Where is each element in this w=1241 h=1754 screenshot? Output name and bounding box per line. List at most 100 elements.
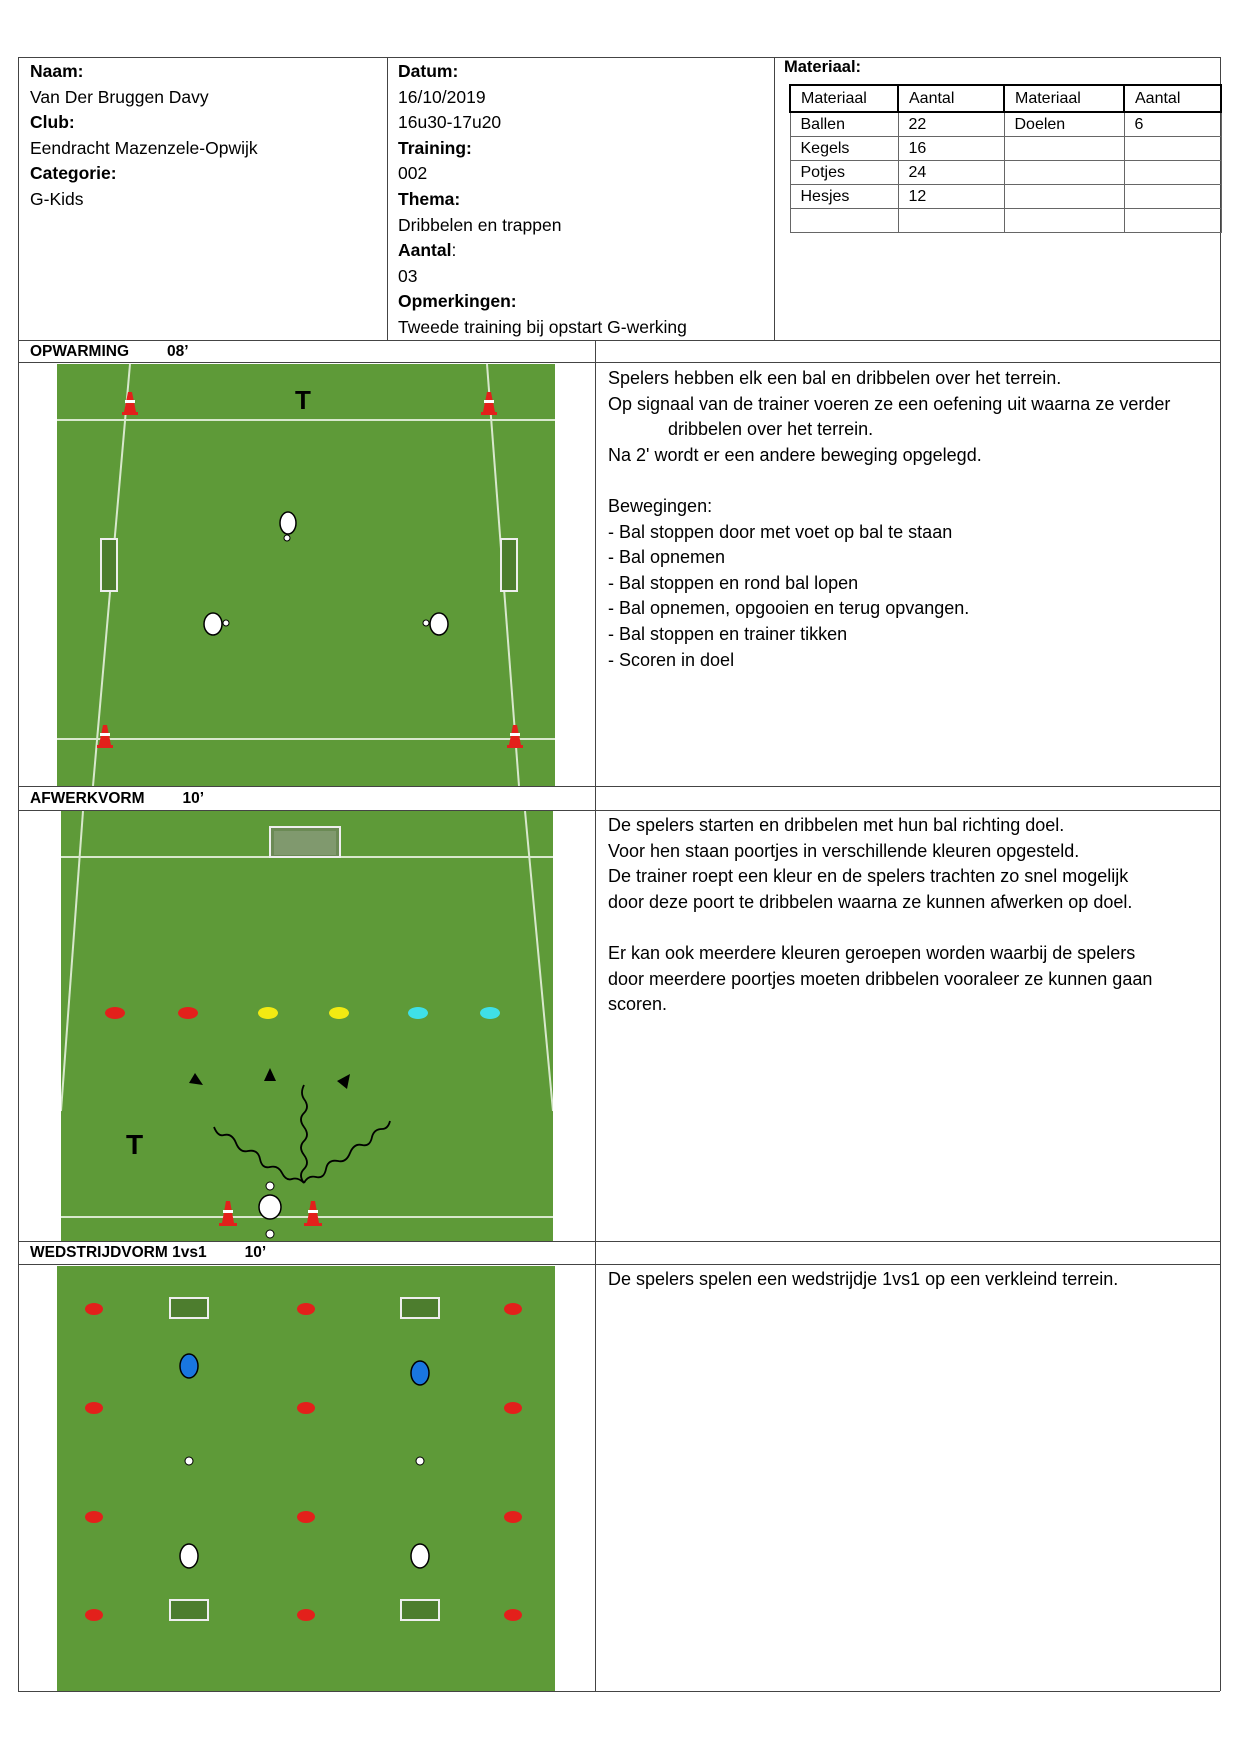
cone-icon: [507, 725, 523, 748]
description-line: Spelers hebben elk een bal en dribbelen …: [608, 368, 1062, 388]
table-cell: [1123, 208, 1222, 233]
description-line: Er kan ook meerdere kleuren geroepen wor…: [608, 942, 1136, 963]
header-col-training: Datum: 16/10/2019 16u30-17u20 Training: …: [398, 59, 768, 341]
description-wedstrijdvorm: De spelers spelen een wedstrijdje 1vs1 o…: [608, 1267, 1218, 1293]
player-icon: [279, 511, 297, 542]
cone-red: [504, 1609, 522, 1621]
opmerkingen-value: Tweede training bij opstart G-werking: [398, 316, 687, 337]
section-duration: 10’: [244, 1244, 267, 1261]
table-cell: Hesjes: [789, 184, 899, 209]
description-line: De spelers starten en dribbelen met hun …: [608, 815, 1065, 835]
club-label: Club:: [30, 112, 75, 133]
table-cell: [789, 208, 899, 233]
section-duration: 10’: [182, 790, 205, 807]
description-line: - Bal stoppen en rond bal lopen: [608, 572, 859, 593]
arrowhead-icon: [189, 1073, 203, 1085]
field-diagram-afwerkvorm: T: [61, 811, 553, 1241]
table-cell: Kegels: [789, 136, 899, 161]
goal-right: [500, 538, 518, 592]
frame-left: [18, 57, 19, 1691]
frame-header-div1: [387, 57, 388, 340]
frame-bottom: [18, 1691, 1220, 1692]
table-row: Kegels 16: [789, 136, 1222, 161]
cone-red: [297, 1609, 315, 1621]
section-duration: 08’: [167, 343, 189, 360]
cone-red: [504, 1402, 522, 1414]
description-line: Op signaal van de trainer voeren ze een …: [608, 393, 1171, 414]
table-cell: [1003, 160, 1125, 185]
frame-top: [18, 57, 1220, 58]
thema-label: Thema:: [398, 188, 461, 209]
frame-header-bottom: [18, 340, 1220, 341]
cone-cyan: [408, 1007, 428, 1019]
description-line: - Bal stoppen en trainer tikken: [608, 623, 848, 644]
field-diagram-wedstrijdvorm: [57, 1266, 555, 1691]
goal-left: [100, 538, 118, 592]
player-icon: [422, 612, 449, 636]
aantal-label-row: Aantal:: [398, 238, 768, 264]
aantal-value: 03: [398, 265, 418, 286]
cone-red: [105, 1007, 125, 1019]
description-line: dribbelen over het terrein.: [668, 419, 874, 440]
goal: [400, 1599, 440, 1621]
club-value: Eendracht Mazenzele-Opwijk: [30, 137, 258, 158]
table-cell: [1003, 208, 1125, 233]
cone-yellow: [329, 1007, 349, 1019]
table-cell: 6: [1123, 111, 1222, 137]
description-line: - Bal stoppen door met voet op bal te st…: [608, 521, 953, 542]
section-name: AFWERKVORM: [30, 790, 145, 807]
naam-label: Naam:: [30, 61, 84, 81]
description-line: Voor hen staan poortjes in verschillende…: [608, 840, 1080, 861]
cone-icon: [97, 725, 113, 748]
table-cell: 12: [897, 184, 1005, 209]
aantal-label: Aantal: [398, 240, 452, 261]
ball-icon: [184, 1456, 194, 1466]
cone-red: [504, 1303, 522, 1315]
cone-red: [297, 1511, 315, 1523]
goal: [269, 826, 341, 858]
table-row: Potjes 24: [789, 160, 1222, 185]
aantal-colon: :: [451, 240, 457, 261]
goal: [169, 1599, 209, 1621]
materiaal-table-header: Materiaal Aantal Materiaal Aantal: [789, 84, 1222, 113]
aantal-col-header: Aantal: [897, 84, 1005, 113]
table-cell: [1003, 136, 1125, 161]
description-line: scoren.: [608, 994, 668, 1015]
player-white-icon: [410, 1543, 430, 1569]
description-line: De trainer roept een kleur en de spelers…: [608, 866, 1129, 887]
field-diagram-opwarming: T: [57, 364, 555, 786]
table-cell: Potjes: [789, 160, 899, 185]
description-line: [608, 915, 1218, 941]
naam-value: Van Der Bruggen Davy: [30, 86, 209, 107]
table-cell: [1123, 184, 1222, 209]
table-cell: [1123, 136, 1222, 161]
frame-sec1-title-bottom: [18, 362, 1220, 363]
cone-red: [85, 1402, 103, 1414]
cone-icon: [304, 1201, 322, 1226]
grass: [57, 364, 555, 786]
frame-sec2-title-bottom: [18, 810, 1220, 811]
training-label: Training:: [398, 137, 472, 158]
aantal-col-header: Aantal: [1123, 84, 1222, 113]
ball-icon: [265, 1229, 275, 1239]
cone-cyan: [480, 1007, 500, 1019]
categorie-value: G-Kids: [30, 188, 84, 209]
description-afwerkvorm: De spelers starten en dribbelen met hun …: [608, 813, 1218, 1018]
description-line: De spelers spelen een wedstrijdje 1vs1 o…: [608, 1269, 1119, 1289]
table-cell: Ballen: [789, 111, 899, 137]
player-white-icon: [179, 1543, 199, 1569]
categorie-label: Categorie:: [30, 163, 117, 184]
cone-row: [105, 1007, 500, 1019]
grass: [61, 811, 553, 1241]
cone-red: [85, 1303, 103, 1315]
frame-header-div2: [774, 57, 775, 340]
table-row: [789, 208, 1222, 233]
frame-sec2-top: [18, 786, 1220, 787]
ball-icon: [265, 1181, 275, 1191]
goal: [169, 1297, 209, 1319]
opmerkingen-label: Opmerkingen:: [398, 291, 517, 312]
trainer-label: T: [126, 1129, 143, 1160]
cone-red: [85, 1511, 103, 1523]
thema-value: Dribbelen en trappen: [398, 214, 562, 235]
